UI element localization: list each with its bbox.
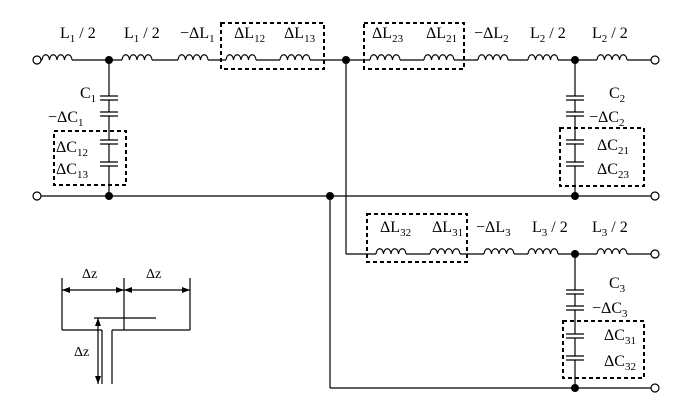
series-label-b3-1: ΔL31 [432, 219, 463, 239]
dashed-box-dl32-dl31 [366, 213, 468, 263]
dashed-box-dl12-dl13 [220, 22, 325, 70]
inductor-symbol [41, 54, 73, 61]
dashed-box-dc21-dc23 [559, 127, 645, 187]
shunt-label-b2-0: C2 [609, 85, 625, 105]
inductor-symbol [279, 54, 311, 61]
series-label-b1-2: −ΔL1 [180, 25, 215, 45]
arrowhead [95, 376, 101, 384]
series-label-b3-4: L3 / 2 [592, 219, 628, 239]
inductor-symbol [423, 54, 455, 61]
terminal [650, 249, 660, 259]
inductor-symbol [596, 248, 628, 255]
arrowhead [182, 287, 190, 293]
series-label-b3-0: ΔL32 [380, 219, 411, 239]
shunt-label-b1-0: C1 [80, 85, 96, 105]
shunt-label-b1-1: −ΔC1 [48, 109, 83, 129]
inductor-symbol [527, 248, 559, 255]
inductor-symbol [375, 248, 407, 255]
shunt-label-b3-0: C3 [609, 275, 626, 295]
arrowhead [62, 287, 70, 293]
arrowhead [116, 287, 124, 293]
inductor-symbol [483, 248, 515, 255]
series-label-b3-3: L3 / 2 [532, 219, 568, 239]
junction-node [105, 56, 113, 64]
series-label-b1-1: L1 / 2 [124, 25, 160, 45]
terminal [650, 383, 660, 393]
shunt-label-b2-2: ΔC21 [597, 137, 629, 157]
inductor-symbol [596, 54, 628, 61]
shunt-label-b3-3: ΔC32 [604, 353, 636, 373]
nodes [32, 55, 660, 393]
series-label-b3-2: −ΔL3 [476, 219, 511, 239]
series-label-b2-1: ΔL21 [426, 25, 457, 45]
shunt-label-b1-2: ΔC12 [56, 139, 88, 159]
series-label-b2-2: −ΔL2 [474, 25, 509, 45]
terminal [650, 191, 660, 201]
junction-node [571, 250, 579, 258]
terminal [650, 55, 660, 65]
inductor-symbol [429, 248, 461, 255]
arrowhead [124, 287, 132, 293]
dashed-box-dl23-dl21 [363, 22, 465, 70]
shunt-label-b3-1: −ΔC3 [592, 300, 628, 320]
series-label-b1-3: ΔL12 [234, 25, 265, 45]
inductor-symbol [527, 54, 559, 61]
series-label-b2-0: ΔL23 [372, 25, 404, 45]
shunt-label-b2-3: ΔC23 [597, 161, 629, 181]
dashed-box-dc12-dc13 [53, 130, 127, 186]
junction-node [105, 192, 113, 200]
series-label-b2-3: L2 / 2 [530, 25, 566, 45]
dim-label-right: Δz [146, 267, 161, 282]
junction-node [326, 192, 334, 200]
dim-label-left: Δz [82, 267, 97, 282]
inductor-symbol [477, 54, 509, 61]
terminal [32, 191, 42, 201]
series-label-b2-4: L2 / 2 [592, 25, 628, 45]
shunt-label-b2-1: −ΔC2 [589, 109, 624, 129]
dim-label-vertical: Δz [74, 345, 89, 360]
junction-node [571, 56, 579, 64]
junction-node [571, 384, 579, 392]
terminal [32, 55, 42, 65]
arrowhead [95, 318, 101, 326]
inductor-symbol [225, 54, 257, 61]
inductor-symbol [121, 54, 153, 61]
shunt-label-b1-3: ΔC13 [56, 161, 88, 181]
inductor-symbol [369, 54, 401, 61]
cross-section-sketch [61, 278, 191, 384]
labels: L1 / 2 L1 / 2 −ΔL1 ΔL12 ΔL13 ΔL23 ΔL21 −ΔL2 L2 /… [48, 25, 636, 373]
junction-node [571, 192, 579, 200]
junction-node [342, 56, 350, 64]
series-label-b1-4: ΔL13 [284, 25, 316, 45]
inductor-symbol [177, 54, 209, 61]
series-label-b1-0: L1 / 2 [60, 25, 96, 45]
shunt-label-b3-2: ΔC31 [604, 327, 636, 347]
dashed-box-dc31-dc32 [562, 320, 645, 379]
dashed-groups [53, 22, 645, 379]
